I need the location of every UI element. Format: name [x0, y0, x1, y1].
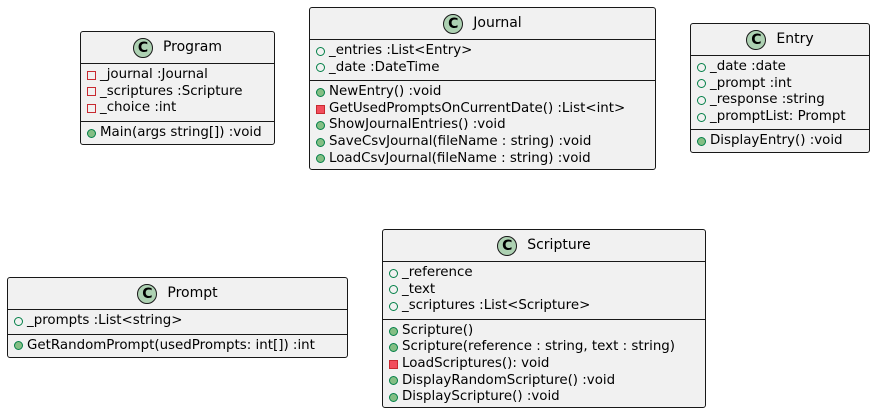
class-header: C Scripture — [383, 230, 705, 262]
public-field-icon — [697, 79, 706, 89]
private-method-icon — [316, 104, 325, 114]
attribute: _date :DateTime — [310, 60, 655, 77]
public-field-icon — [697, 95, 706, 105]
method: DisplayRandomScripture() :void — [383, 373, 705, 390]
attributes-section: _prompts :List<string> — [8, 310, 347, 334]
attribute: _journal :Journal — [81, 67, 274, 84]
class-badge-icon: C — [443, 13, 464, 34]
attribute: _scriptures :List<Scripture> — [383, 298, 705, 315]
method: LoadScriptures(): void — [383, 356, 705, 373]
method: Scripture() — [383, 323, 705, 340]
methods-section: GetRandomPrompt(usedPrompts: int[]) :int — [8, 333, 347, 359]
method: LoadCsvJournal(fileName : string) :void — [310, 151, 655, 168]
attributes-section: _reference _text _scriptures :List<Scrip… — [383, 262, 705, 319]
public-method-icon — [389, 343, 398, 353]
public-field-icon — [697, 62, 706, 72]
private-field-icon — [87, 87, 96, 97]
method: NewEntry() :void — [310, 84, 655, 101]
class-name: Scripture — [527, 237, 591, 254]
class-badge-icon: C — [137, 283, 158, 304]
public-method-icon — [14, 341, 23, 351]
method: ShowJournalEntries() :void — [310, 117, 655, 134]
attribute: _scriptures :Scripture — [81, 84, 274, 101]
attribute: _prompt :int — [691, 76, 869, 93]
attributes-section: _entries :List<Entry> _date :DateTime — [310, 40, 655, 80]
public-method-icon — [697, 137, 706, 147]
class-name: Entry — [776, 31, 814, 48]
attribute: _response :string — [691, 92, 869, 109]
class-header: C Entry — [691, 24, 869, 56]
class-entry: C Entry _date :date _prompt :int _respon… — [690, 23, 870, 153]
methods-section: DisplayEntry() :void — [691, 129, 869, 154]
class-badge-icon: C — [132, 37, 153, 58]
attribute: _text — [383, 282, 705, 299]
class-name: Program — [162, 39, 223, 56]
class-badge-icon: C — [497, 235, 518, 256]
method: SaveCsvJournal(fileName : string) :void — [310, 134, 655, 151]
methods-section: Scripture() Scripture(reference : string… — [383, 318, 705, 410]
public-method-icon — [87, 128, 96, 138]
methods-section: Main(args string[]) :void — [81, 120, 274, 146]
method: DisplayEntry() :void — [691, 133, 869, 150]
class-header: C Program — [81, 32, 274, 64]
class-name: Prompt — [167, 285, 218, 302]
public-method-icon — [389, 392, 398, 402]
public-field-icon — [316, 46, 325, 56]
attribute: _reference — [383, 265, 705, 282]
public-method-icon — [389, 376, 398, 386]
class-name: Journal — [473, 15, 522, 32]
public-field-icon — [389, 285, 398, 295]
attribute: _prompts :List<string> — [8, 313, 347, 330]
class-journal: C Journal _entries :List<Entry> _date :D… — [309, 7, 656, 170]
methods-section: NewEntry() :void GetUsedPromptsOnCurrent… — [310, 80, 655, 171]
public-method-icon — [316, 121, 325, 131]
class-header: C Journal — [310, 8, 655, 40]
private-field-icon — [87, 103, 96, 113]
public-field-icon — [14, 316, 23, 326]
class-header: C Prompt — [8, 278, 347, 310]
attribute: _entries :List<Entry> — [310, 43, 655, 60]
attributes-section: _journal :Journal _scriptures :Scripture… — [81, 64, 274, 121]
public-method-icon — [316, 154, 325, 164]
public-field-icon — [389, 268, 398, 278]
method: Main(args string[]) :void — [81, 125, 274, 142]
method: DisplayScripture() :void — [383, 389, 705, 406]
public-field-icon — [316, 63, 325, 73]
public-method-icon — [389, 326, 398, 336]
private-method-icon — [389, 359, 398, 369]
method: GetUsedPromptsOnCurrentDate() :List<int> — [310, 101, 655, 118]
attribute: _date :date — [691, 59, 869, 76]
class-program: C Program _journal :Journal _scriptures … — [80, 31, 275, 145]
public-method-icon — [316, 87, 325, 97]
class-prompt: C Prompt _prompts :List<string> GetRando… — [7, 277, 348, 358]
class-badge-icon: C — [746, 29, 767, 50]
attribute: _choice :int — [81, 100, 274, 117]
attribute: _promptList: Prompt — [691, 109, 869, 126]
method: GetRandomPrompt(usedPrompts: int[]) :int — [8, 338, 347, 355]
public-field-icon — [697, 112, 706, 122]
class-scripture: C Scripture _reference _text _scriptures… — [382, 229, 706, 408]
private-field-icon — [87, 70, 96, 80]
attributes-section: _date :date _prompt :int _response :stri… — [691, 56, 869, 129]
public-field-icon — [389, 301, 398, 311]
method: Scripture(reference : string, text : str… — [383, 339, 705, 356]
public-method-icon — [316, 137, 325, 147]
